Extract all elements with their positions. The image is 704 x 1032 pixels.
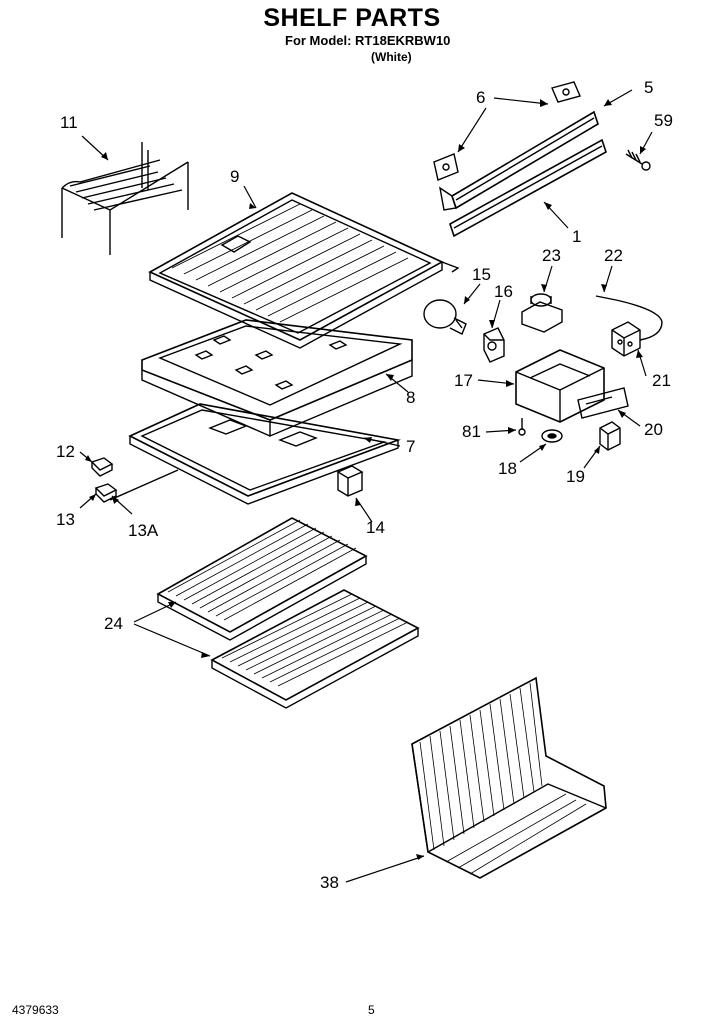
callout-18: 18 [498, 459, 517, 478]
part-8-shelf-frame [141, 319, 413, 438]
part-81-screw [518, 418, 526, 436]
part-6-bracket [551, 81, 581, 103]
part-38-wire-basket [411, 676, 607, 879]
callout-81: 81 [462, 422, 481, 441]
callout-16: 16 [494, 282, 513, 301]
part-22-wire [595, 295, 663, 341]
callout-15: 15 [472, 265, 491, 284]
callout-8: 8 [406, 388, 416, 407]
page-title: SHELF PARTS [263, 4, 441, 32]
part-13-clip [94, 483, 118, 503]
part-5-rail [439, 110, 599, 211]
callout-20: 20 [644, 420, 663, 439]
document-number: 4379633 [12, 1003, 59, 1017]
callout-1: 1 [572, 227, 582, 246]
part-15-bulb [423, 299, 467, 335]
part-24-wire-shelf-lower [210, 589, 420, 709]
page-number: 5 [368, 1003, 375, 1017]
part-9-shelf-top [148, 192, 460, 349]
part-17-housing [515, 349, 605, 423]
part-14-switch [336, 465, 364, 497]
callout-6: 6 [476, 88, 486, 107]
callout-14: 14 [366, 518, 385, 537]
callout-17: 17 [454, 371, 473, 390]
part-24-wire-shelf-upper [156, 517, 368, 641]
leader-lines [79, 89, 653, 883]
callout-13a: 13A [128, 521, 159, 540]
callout-59: 59 [654, 111, 673, 130]
callout-24: 24 [104, 614, 123, 633]
callout-12: 12 [56, 442, 75, 461]
part-1-rail [449, 138, 607, 238]
part-23-thermostat [521, 293, 563, 333]
part-12-clip [90, 457, 114, 477]
part-18-knob [541, 429, 563, 443]
callout-7: 7 [406, 437, 416, 456]
part-16-socket [483, 327, 505, 363]
part-19-switch [599, 421, 621, 451]
callout-22: 22 [604, 246, 623, 265]
part-59-screw [625, 149, 651, 171]
callout-5: 5 [644, 78, 654, 97]
leader-arrowheads [85, 99, 646, 860]
callout-11: 11 [60, 113, 78, 132]
part-11-wire-rack [61, 142, 189, 255]
callout-23: 23 [542, 246, 561, 265]
part-6-bracket-lower [433, 153, 459, 181]
part-21-connector [611, 321, 641, 357]
model-line: For Model: RT18EKRBW10 [285, 33, 451, 48]
callout-13: 13 [56, 510, 75, 529]
color-line: (White) [371, 50, 412, 64]
callout-38: 38 [320, 873, 339, 892]
callout-19: 19 [566, 467, 585, 486]
callout-21: 21 [652, 371, 671, 390]
leader-13-shelf [109, 469, 179, 501]
callout-9: 9 [230, 167, 240, 186]
part-7-glass-shelf [128, 403, 402, 505]
part-20-plate [577, 387, 629, 419]
